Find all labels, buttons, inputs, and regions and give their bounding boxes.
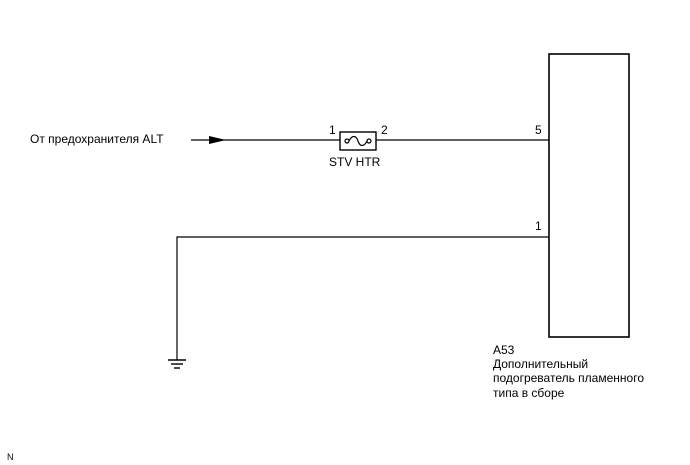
fuse-pin-out: 2 (381, 123, 388, 137)
component-desc-line-2: подогреватель пламенного (493, 371, 644, 385)
component-desc-line-3: типа в сборе (493, 386, 565, 400)
fuse-label: STV HTR (329, 155, 381, 169)
terminal-e-pin: 1 (535, 219, 542, 233)
ground-icon (168, 359, 186, 369)
fuse-pin-in: 1 (329, 123, 336, 137)
wire-ground-to-e (176, 236, 549, 360)
component-id: A53 (493, 343, 515, 357)
component-desc-line-1: Дополнительный (493, 357, 588, 371)
fuse-stv-htr (339, 131, 377, 151)
component-a53-box (548, 53, 630, 338)
terminal-b-pin: 5 (535, 123, 542, 137)
corner-mark: N (7, 452, 14, 462)
source-label: От предохранителя ALT (30, 132, 164, 146)
